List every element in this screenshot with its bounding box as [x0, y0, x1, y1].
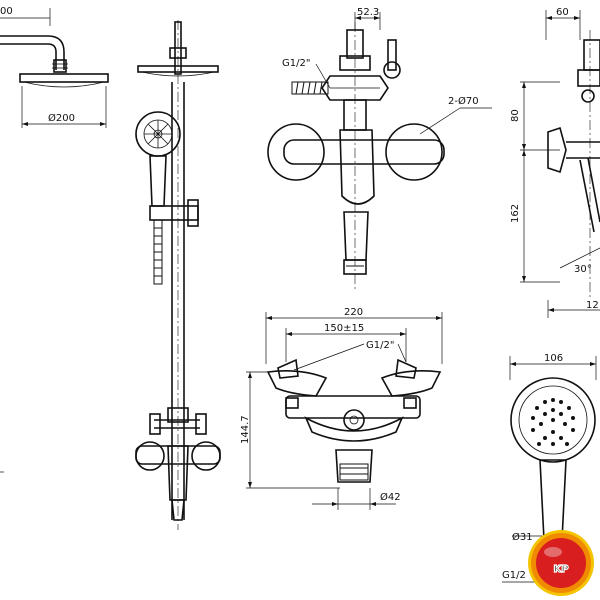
dim-side-depth: 60: [556, 7, 569, 18]
shower-column-view: [0, 20, 221, 530]
hand-shower-view: 106 Ø31 G1/2: [502, 353, 597, 583]
dim-side-height-lower: 162: [510, 204, 521, 223]
dim-front-inlet-thread: G1/2": [366, 340, 394, 351]
dim-wall-mixer-inlet-thread: G1/2": [282, 58, 310, 69]
kp-logo-icon: KP: [528, 530, 594, 596]
dim-front-outlet-diameter: Ø42: [380, 491, 401, 503]
dim-hand-shower-thread-partial: G1/2: [502, 570, 526, 581]
spray-nozzles: [531, 398, 575, 446]
dim-side-height-upper: 80: [510, 109, 521, 122]
dim-wall-mixer-center-width: 52.3: [357, 7, 379, 18]
dim-front-total-width: 220: [344, 307, 363, 318]
dim-shower-head-diameter: Ø200: [48, 112, 75, 124]
side-view: 60 80 162 30° 12: [510, 7, 600, 318]
dim-front-height: 144.7: [240, 415, 251, 444]
dim-side-angle: 30°: [574, 264, 592, 275]
dim-top-left-partial: 00: [0, 6, 13, 17]
wall-mixer-top-view: 52.3 G1/2" 2-Ø70: [267, 7, 492, 290]
rain-shower-head-view: 00 Ø200: [0, 6, 109, 128]
dim-hand-shower-handle-diameter: Ø31: [512, 531, 533, 543]
dim-hand-shower-width: 106: [544, 353, 563, 364]
svg-text:KP: KP: [553, 564, 568, 575]
dim-wall-mixer-flanges: 2-Ø70: [448, 95, 479, 107]
dim-front-center-distance: 150±15: [324, 323, 364, 334]
dim-side-bottom-partial: 12: [586, 300, 599, 311]
wall-mixer-front-view: 220 150±15 G1/2" 144.7: [240, 307, 443, 510]
